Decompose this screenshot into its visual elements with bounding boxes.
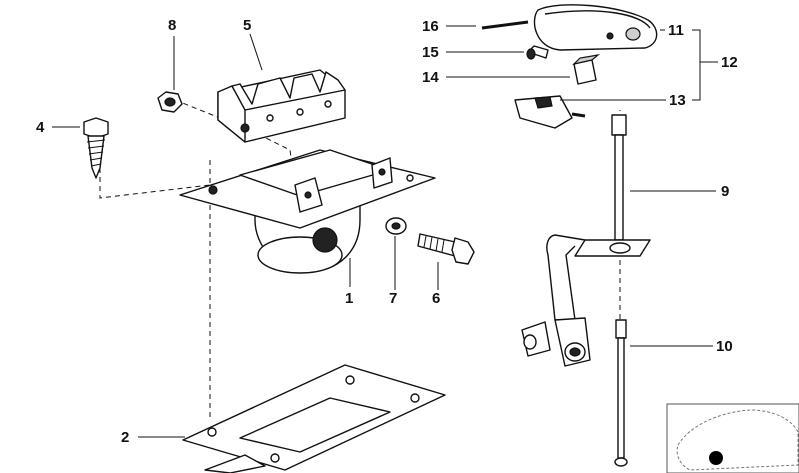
- callout-15: 15: [422, 44, 439, 61]
- bracket-part-13: [514, 95, 586, 129]
- car-thumbnail: [666, 403, 799, 473]
- callout-4: 4: [36, 119, 45, 136]
- callout-13: 13: [669, 92, 686, 109]
- screw-part-4: [83, 117, 109, 179]
- callout-10: 10: [716, 338, 733, 355]
- callout-2: 2: [121, 429, 129, 446]
- lever-part-9: [521, 114, 651, 367]
- nut-part-8: [157, 91, 183, 113]
- callout-labels: 8 5 4 1 7 6 2 9 10 16 15 14 13 11 12: [36, 17, 738, 446]
- rod-part-10: [614, 319, 628, 467]
- callout-9: 9: [721, 183, 729, 200]
- guide-part-5: [217, 69, 346, 143]
- callout-5: 5: [243, 17, 251, 34]
- pin-part-16: [481, 20, 529, 30]
- bolt-part-6: [417, 233, 475, 265]
- callout-14: 14: [422, 69, 439, 86]
- callout-16: 16: [422, 18, 439, 35]
- callout-1: 1: [345, 290, 353, 307]
- screw-part-15: [526, 45, 549, 60]
- washer-part-7: [385, 217, 407, 235]
- housing-part-1: [179, 149, 436, 274]
- callout-12: 12: [721, 54, 738, 71]
- block-part-14: [572, 54, 601, 85]
- callout-11: 11: [668, 22, 684, 39]
- callout-7: 7: [389, 290, 397, 307]
- car-silhouette-icon: [676, 409, 799, 471]
- callout-6: 6: [432, 290, 440, 307]
- plate-part-2: [182, 364, 446, 473]
- callout-8: 8: [168, 17, 176, 34]
- leader-lines: [52, 25, 718, 438]
- knob-part-11: [533, 4, 658, 51]
